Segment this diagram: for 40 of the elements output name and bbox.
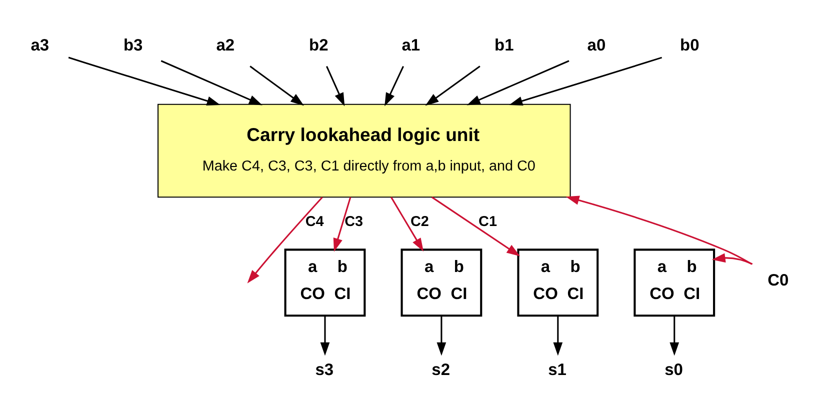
node-text: b2: [309, 36, 328, 54]
arrow: [247, 196, 323, 283]
edge-label: C4: [305, 214, 324, 230]
arrow: [384, 65, 404, 106]
node-text: s3: [315, 360, 334, 379]
arrow: [160, 60, 262, 105]
node-text: a2: [216, 36, 235, 54]
node-box: a b CO CI: [284, 248, 366, 316]
node-text: s1: [548, 360, 566, 379]
arrow: [333, 196, 352, 252]
node-box: a b CO CI: [400, 248, 482, 316]
node-text: s0: [664, 360, 683, 379]
arrow: [670, 315, 680, 356]
node-text: s2: [432, 360, 450, 379]
node-box: Carry lookahead logic unit Make C4, C3, C3, C1 directly from a,b input, and C0: [158, 103, 571, 198]
node-text: b0: [680, 36, 700, 54]
arrow: [509, 56, 662, 106]
arrow: [326, 65, 345, 106]
arrow: [68, 56, 220, 105]
edge-label: C2: [410, 214, 429, 230]
edge-label: C3: [344, 214, 363, 230]
edge-label: C1: [478, 214, 497, 230]
arrow: [466, 60, 570, 105]
node-text: C0: [768, 271, 789, 290]
node-text: a3: [30, 36, 50, 54]
node-box: a b CO CI: [634, 248, 716, 316]
arrow: [425, 65, 480, 106]
arrow: [566, 195, 752, 264]
node-box: a b CO CI: [517, 248, 599, 316]
arrow: [390, 196, 424, 252]
node-text: b3: [123, 36, 143, 54]
node-text: a1: [402, 36, 420, 54]
node-text: a0: [587, 36, 606, 54]
arrow: [431, 196, 520, 256]
arrow: [320, 315, 330, 356]
node-text: b1: [494, 36, 514, 54]
arrow: [250, 65, 304, 106]
arrow: [436, 315, 446, 356]
arrow: [553, 315, 563, 356]
arrow: [712, 252, 753, 264]
